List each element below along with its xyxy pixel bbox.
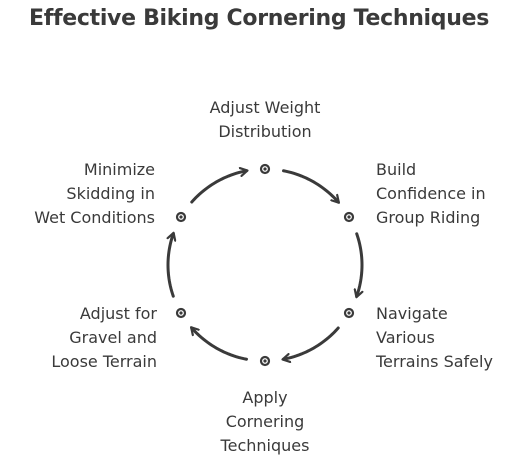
cycle-arrows <box>166 169 364 361</box>
cycle-node-dot-2 <box>347 215 351 219</box>
step-label-minimize-skidding: Minimize Skidding in Wet Conditions <box>34 160 155 227</box>
cycle-arrow-1 <box>282 169 339 202</box>
cycle-nodes <box>175 163 355 367</box>
cycle-arrow-3 <box>284 326 340 359</box>
cycle-node-dot-6 <box>179 215 183 219</box>
cycle-arrow-2 <box>357 232 364 297</box>
step-label-apply-cornering: Apply Cornering Techniques <box>220 388 310 455</box>
cycle-arrow-5 <box>166 234 173 298</box>
cycle-node-dot-1 <box>263 167 267 171</box>
cycle-arrow-4 <box>192 328 248 361</box>
step-label-build-confidence: Build Confidence in Group Riding <box>376 160 486 227</box>
step-label-navigate-terrains: Navigate Various Terrains Safely <box>376 304 493 371</box>
cycle-arrow-6 <box>190 171 247 204</box>
cycle-node-dot-4 <box>263 359 267 363</box>
diagram-title: Effective Biking Cornering Techniques <box>28 6 490 31</box>
cycle-node-dot-3 <box>347 311 351 315</box>
step-label-adjust-gravel: Adjust for Gravel and Loose Terrain <box>51 304 157 371</box>
step-label-adjust-weight-distribution: Adjust Weight Distribution <box>209 98 321 141</box>
cycle-node-dot-5 <box>179 311 183 315</box>
